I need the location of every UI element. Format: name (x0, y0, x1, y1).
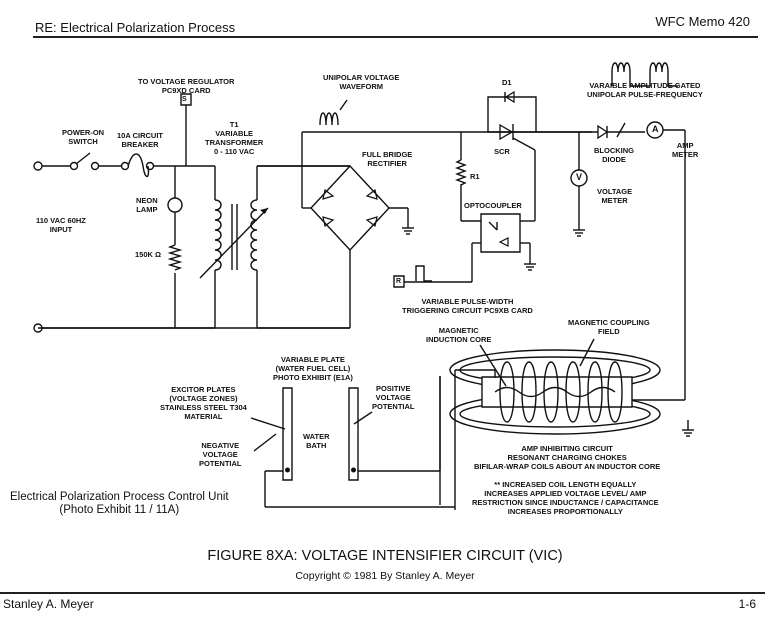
footer-page-number: 1-6 (738, 597, 756, 611)
footer-author: Stanley A. Meyer (3, 597, 94, 611)
memo-number: WFC Memo 420 (655, 14, 750, 29)
pulse-icon (416, 266, 432, 281)
r1-resistor (457, 160, 465, 185)
gated-pulse-waveform-icon (612, 63, 678, 86)
header-rule (33, 36, 758, 38)
excitor-plate-negative (283, 388, 292, 480)
label-resistor-150k: 150K Ω (135, 250, 162, 259)
figure-caption: FIGURE 8XA: VOLTAGE INTENSIFIER CIRCUIT … (207, 548, 563, 564)
optocoupler-box (481, 214, 520, 252)
ground-icon (573, 230, 585, 236)
transformer-secondary (251, 200, 257, 270)
label-r1: R1 (470, 172, 480, 181)
s-terminal-label: S (182, 96, 187, 103)
neon-lamp (168, 198, 182, 212)
ground-icon (524, 264, 536, 270)
label-excitor-plates: EXCITOR PLATES(VOLTAGE ZONES)STAINLESS S… (160, 385, 247, 421)
label-control-unit: Electrical Polarization Process Control … (10, 491, 229, 516)
resistor-150k (170, 245, 180, 270)
label-optocoupler: OPTOCOUPLER (464, 201, 522, 210)
d1-diode (506, 92, 514, 102)
unipolar-waveform-icon (320, 113, 338, 125)
voltage-meter-symbol: V (576, 172, 583, 182)
excitor-plate-positive (349, 388, 358, 480)
input-terminal-top (34, 162, 42, 170)
label-d1: D1 (502, 78, 512, 87)
power-switch (42, 153, 122, 170)
ground-icon (682, 430, 694, 436)
resonant-charging-chokes (450, 350, 660, 434)
scr-icon (500, 125, 512, 139)
footer-rule (0, 592, 765, 594)
amp-meter-symbol: A (652, 124, 659, 134)
label-scr: SCR (494, 147, 510, 156)
circuit-breaker (122, 154, 216, 177)
blocking-diode (598, 126, 607, 138)
r-terminal-label: R (396, 278, 402, 285)
full-bridge-rectifier (311, 166, 389, 250)
ground-icon (402, 228, 414, 234)
label-variable-plate: VARIABLE PLATE(WATER FUEL CELL)PHOTO EXH… (273, 355, 353, 382)
variable-arrow (200, 208, 268, 278)
transformer-primary (215, 200, 221, 270)
header-title: RE: Electrical Polarization Process (35, 20, 236, 35)
copyright: Copyright © 1981 By Stanley A. Meyer (295, 570, 475, 582)
